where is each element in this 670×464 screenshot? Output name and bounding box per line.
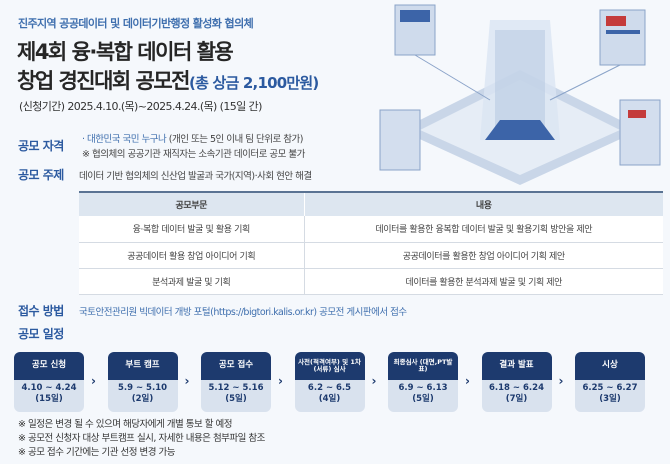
application-period: (신청기간) 2025.4.10.(목)~2025.4.24.(목) (15일 … bbox=[19, 100, 262, 113]
step-dates: 6.25 ~ 6.27 bbox=[582, 383, 638, 393]
step-dates: 6.9 ~ 6.13 bbox=[398, 383, 448, 393]
eligibility-label: 공모 자격 bbox=[18, 139, 64, 153]
step-title: 공모 접수 bbox=[201, 352, 271, 380]
submission-text: 국토안전관리원 빅데이터 개방 포털(https://bigtori.kalis… bbox=[79, 307, 407, 318]
step-title: 최종심사 (대면,PT발표) bbox=[388, 352, 458, 380]
step-days: (3일) bbox=[599, 394, 621, 405]
isometric-data-illustration bbox=[379, 4, 661, 185]
chevron-right-icon: › bbox=[184, 374, 190, 388]
eligibility-line-1: · 대한민국 국민 누구나 (개인 또는 5인 이내 팀 단위로 참가) bbox=[82, 131, 303, 145]
cell-category: 융·복합 데이터 발굴 및 활용 기획 bbox=[79, 216, 305, 243]
theme-text: 데이터 기반 협의체의 신산업 발굴과 국가(지역)·사회 현안 해결 bbox=[79, 171, 312, 182]
step-title: 공모 신청 bbox=[14, 352, 84, 380]
note-3: ※ 공모 접수 기간에는 기관 선정 변경 가능 bbox=[18, 447, 175, 458]
schedule-step: 시상 6.25 ~ 6.27(3일) bbox=[575, 352, 645, 412]
step-days: (5일) bbox=[225, 394, 247, 405]
note-1: ※ 일정은 변경 될 수 있으며 해당자에게 개별 통보 할 예정 bbox=[18, 419, 232, 430]
step-days: (15일) bbox=[35, 394, 63, 405]
header-content: 내용 bbox=[304, 191, 663, 216]
step-days: (4일) bbox=[318, 394, 341, 405]
step-title: 사전(적격여부) 및 1차(서류) 심사 bbox=[294, 352, 365, 380]
chevron-right-icon: › bbox=[558, 374, 564, 388]
step-dates: 4.10 ~ 4.24 bbox=[21, 383, 77, 393]
step-days: (2일) bbox=[131, 394, 154, 405]
schedule-step: 공모 접수 5.12 ~ 5.16(5일) bbox=[201, 352, 271, 412]
cell-category: 공공데이터 활용 창업 아이디어 기획 bbox=[79, 242, 305, 269]
step-dates: 6.18 ~ 6.24 bbox=[489, 383, 544, 393]
step-title: 결과 발표 bbox=[481, 352, 552, 380]
schedule-step: 최종심사 (대면,PT발표) 6.9 ~ 6.13(5일) bbox=[388, 352, 458, 412]
prize-text: (총 상금 2,100만원) bbox=[189, 74, 319, 92]
cell-content: 공공데이터를 활용한 창업 아이디어 기획 제안 bbox=[304, 242, 663, 269]
eligibility-detail: (개인 또는 5인 이내 팀 단위로 참가) bbox=[166, 134, 304, 145]
step-dates: 6.2 ~ 6.5 bbox=[307, 383, 352, 393]
schedule-step: 결과 발표 6.18 ~ 6.24(7일) bbox=[481, 352, 552, 412]
chevron-right-icon: › bbox=[465, 374, 470, 388]
step-days: (5일) bbox=[412, 394, 434, 405]
step-days: (7일) bbox=[505, 394, 528, 405]
cell-category: 분석과제 발굴 및 기획 bbox=[79, 268, 305, 295]
step-title: 시상 bbox=[575, 352, 645, 380]
eligibility-highlight: · 대한민국 국민 누구나 bbox=[82, 134, 167, 145]
schedule-step: 사전(적격여부) 및 1차(서류) 심사 6.2 ~ 6.5(4일) bbox=[294, 352, 365, 412]
step-dates: 5.12 ~ 5.16 bbox=[208, 383, 264, 393]
step-title: 부트 캠프 bbox=[107, 352, 178, 380]
submission-label: 접수 방법 bbox=[18, 304, 64, 318]
theme-label: 공모 주제 bbox=[18, 168, 64, 182]
chevron-right-icon: › bbox=[91, 374, 96, 388]
cell-content: 데이터를 활용한 융복합 데이터 발굴 및 활용기획 방안을 제안 bbox=[304, 216, 663, 243]
title-line-2: 창업 경진대회 공모전(총 상금 2,100만원) bbox=[17, 65, 319, 95]
organizer-text: 진주지역 공공데이터 및 데이터기반행정 활성화 협의체 bbox=[18, 17, 254, 30]
title-line-1: 제4회 융·복합 데이터 활용 bbox=[17, 40, 234, 64]
note-2: ※ 공모전 신청자 대상 부트캠프 실시, 자세한 내용은 첨부파일 참조 bbox=[18, 433, 265, 444]
cell-content: 데이터를 활용한 분석과제 발굴 및 기획 제안 bbox=[304, 268, 663, 295]
schedule-label: 공모 일정 bbox=[18, 327, 64, 341]
step-dates: 5.9 ~ 5.10 bbox=[117, 383, 168, 393]
header-category: 공모부문 bbox=[79, 191, 305, 216]
chevron-right-icon: › bbox=[278, 374, 283, 388]
schedule-step: 공모 신청 4.10 ~ 4.24(15일) bbox=[14, 352, 84, 412]
title-text: 창업 경진대회 공모전 bbox=[17, 69, 191, 93]
chevron-right-icon: › bbox=[371, 374, 377, 388]
eligibility-line-2: ※ 협의체의 공공기관 재직자는 소속기관 데이터로 공모 불가 bbox=[82, 149, 305, 160]
schedule-step: 부트 캠프 5.9 ~ 5.10(2일) bbox=[107, 352, 178, 412]
